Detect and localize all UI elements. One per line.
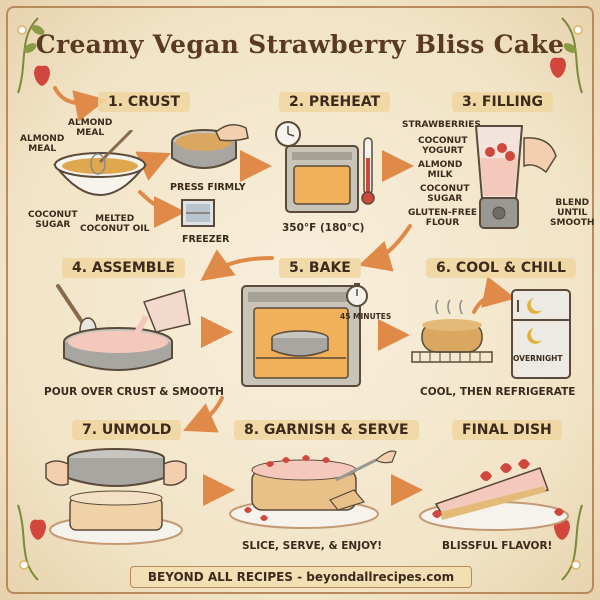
caption-freezer: FREEZER [182, 234, 230, 245]
mixing-bowl-illustration [52, 130, 148, 196]
step-bake-title: 5. BAKE [279, 258, 361, 278]
step-preheat-title: 2. PREHEAT [279, 92, 391, 112]
caption-pour-over-crust: POUR OVER CRUST & SMOOTH [44, 386, 224, 398]
cooling-rack-cake-illustration [411, 299, 493, 363]
label-45-minutes: 45 MINUTES [340, 312, 392, 321]
refrigerator-illustration [511, 289, 571, 379]
step-assemble-title: 4. ASSEMBLE [62, 258, 185, 278]
pour-filling-illustration [56, 284, 191, 371]
springform-pan-press-illustration [171, 124, 249, 169]
footer-banner: BEYOND ALL RECIPES - beyondallrecipes.co… [130, 566, 472, 588]
caption-cool-refrigerate: COOL, THEN REFRIGERATE [420, 386, 576, 398]
label-overnight: OVERNIGHT [513, 354, 563, 363]
caption-press-firmly: PRESS FIRMLY [170, 182, 246, 193]
caption-temperature: 350°F (180°C) [282, 222, 365, 234]
step-unmold-title: 7. UNMOLD [72, 420, 182, 440]
page-title: Creamy Vegan Strawberry Bliss Cake [35, 30, 565, 59]
step-filling-title: 3. FILLING [452, 92, 553, 112]
strawberry-vine-decoration-bottom-right [554, 504, 583, 581]
step-cool-title: 6. COOL & CHILL [426, 258, 576, 278]
oven-bake-illustration [241, 285, 361, 387]
strawberry-vine-decoration-top-left [17, 17, 50, 94]
oven-preheat-illustration [275, 121, 375, 213]
caption-blissful-flavor: BLISSFUL FLAVOR! [442, 540, 553, 552]
strawberry-vine-decoration-bottom-left [17, 504, 46, 581]
step-garnish-title: 8. GARNISH & SERVE [234, 420, 419, 440]
final-cake-slice-illustration [419, 459, 569, 531]
blender-illustration [474, 125, 557, 229]
unmold-cake-illustration [45, 448, 187, 545]
sliced-cake-illustration [229, 450, 397, 529]
step-crust-title: 1. CRUST [98, 92, 190, 112]
decorative-border [6, 6, 594, 594]
label-strawberries: STRAWBERRIES [402, 120, 481, 130]
final-dish-title: FINAL DISH [452, 420, 562, 440]
timer-icon [346, 283, 368, 307]
strawberry-vine-decoration-top-right [550, 17, 583, 94]
caption-slice-serve-enjoy: SLICE, SERVE, & ENJOY! [242, 540, 383, 552]
freezer-icon [181, 199, 215, 227]
